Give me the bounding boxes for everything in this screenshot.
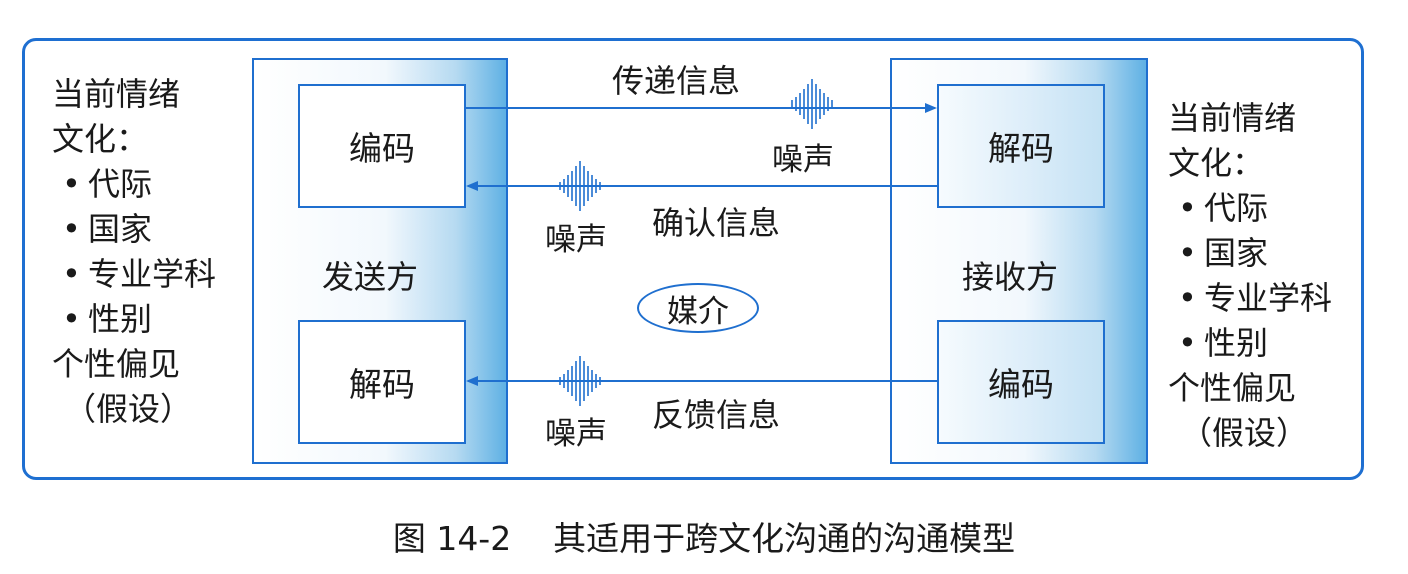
receiver-decode-box: 解码	[937, 84, 1105, 208]
receiver-context-list: 当前情绪 文化： 代际 国家 专业学科 性别 个性偏见 （假设）	[1168, 96, 1332, 456]
receiver-label: 接收方	[962, 258, 1059, 296]
medium-ellipse: 媒介	[637, 283, 759, 333]
sender-decode-box: 解码	[298, 320, 466, 444]
figure-caption: 图 14-2 其适用于跨文化沟通的沟通模型	[392, 519, 1016, 558]
context-culture-heading: 文化：	[1168, 144, 1265, 182]
context-bullet-country: 国家	[52, 207, 216, 252]
sender-context-list: 当前情绪 文化： 代际 国家 专业学科 性别 个性偏见 （假设）	[52, 72, 216, 432]
context-emotion: 当前情绪	[52, 75, 181, 113]
noise-label: 噪声	[772, 142, 834, 178]
context-culture-heading: 文化：	[52, 120, 149, 158]
sender-label: 发送方	[322, 258, 419, 296]
context-bullet-generation: 代际	[52, 162, 216, 207]
context-assumption: （假设）	[64, 390, 193, 428]
noise-wave-icon	[559, 161, 601, 211]
noise-label: 噪声	[545, 416, 607, 452]
confirm-message-label: 确认信息	[652, 204, 781, 242]
context-bullet-gender: 性别	[1168, 321, 1332, 366]
context-emotion: 当前情绪	[1168, 99, 1297, 137]
context-assumption: （假设）	[1180, 414, 1309, 452]
context-bullet-country: 国家	[1168, 231, 1332, 276]
transmit-message-label: 传递信息	[612, 62, 741, 100]
context-bullet-discipline: 专业学科	[1168, 276, 1332, 321]
context-personality-bias: 个性偏见	[1168, 369, 1297, 407]
context-bullet-discipline: 专业学科	[52, 252, 216, 297]
noise-wave-icon	[559, 356, 601, 406]
feedback-message-label: 反馈信息	[652, 396, 781, 434]
noise-wave-icon	[791, 79, 833, 129]
sender-encode-box: 编码	[298, 84, 466, 208]
context-bullet-generation: 代际	[1168, 186, 1332, 231]
context-personality-bias: 个性偏见	[52, 345, 181, 383]
noise-label: 噪声	[545, 222, 607, 258]
context-bullet-gender: 性别	[52, 297, 216, 342]
receiver-encode-box: 编码	[937, 320, 1105, 444]
